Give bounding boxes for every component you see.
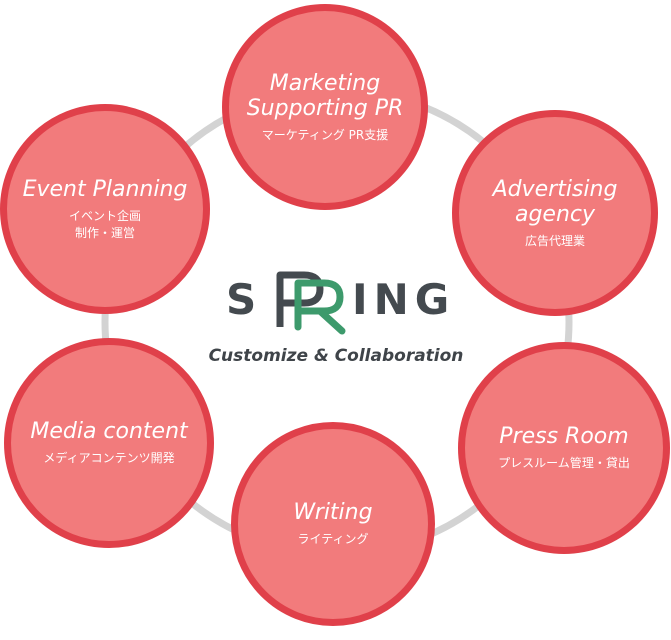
spring-logo: S ING bbox=[220, 265, 460, 335]
node-writing-subtitle: ライティング bbox=[297, 532, 369, 546]
logo-pr-mark-icon bbox=[276, 271, 346, 335]
node-writing: Writing ライティング bbox=[231, 422, 435, 626]
node-press-room-title: Press Room bbox=[499, 424, 629, 449]
node-press-room-subtitle: プレスルーム管理・貸出 bbox=[498, 456, 630, 470]
node-media-content-title: Media content bbox=[30, 419, 188, 444]
logo-letter-s: S bbox=[226, 275, 263, 324]
node-press-room: Press Room プレスルーム管理・貸出 bbox=[458, 342, 670, 554]
node-writing-title: Writing bbox=[293, 500, 373, 525]
node-advertising-subtitle: 広告代理業 bbox=[524, 233, 585, 248]
node-media-content: Media content メディアコンテンツ開発 bbox=[4, 338, 214, 548]
node-advertising: Advertising agency 広告代理業 bbox=[452, 110, 658, 316]
node-event-planning-title: Event Planning bbox=[22, 176, 188, 202]
node-event-planning: Event Planning イベント企画 制作・運営 bbox=[0, 104, 210, 314]
logo-letters-ing: ING bbox=[352, 275, 456, 324]
node-event-planning-subtitle: イベント企画 制作・運営 bbox=[68, 208, 141, 240]
tagline: Customize & Collaboration bbox=[208, 346, 464, 366]
node-marketing-title: Marketing Supporting PR bbox=[246, 70, 404, 121]
node-media-content-subtitle: メディアコンテンツ開発 bbox=[43, 451, 175, 465]
node-advertising-title: Advertising agency bbox=[492, 176, 618, 227]
node-marketing-subtitle: マーケティング PR支援 bbox=[261, 127, 389, 142]
node-marketing: Marketing Supporting PR マーケティング PR支援 bbox=[222, 4, 428, 210]
